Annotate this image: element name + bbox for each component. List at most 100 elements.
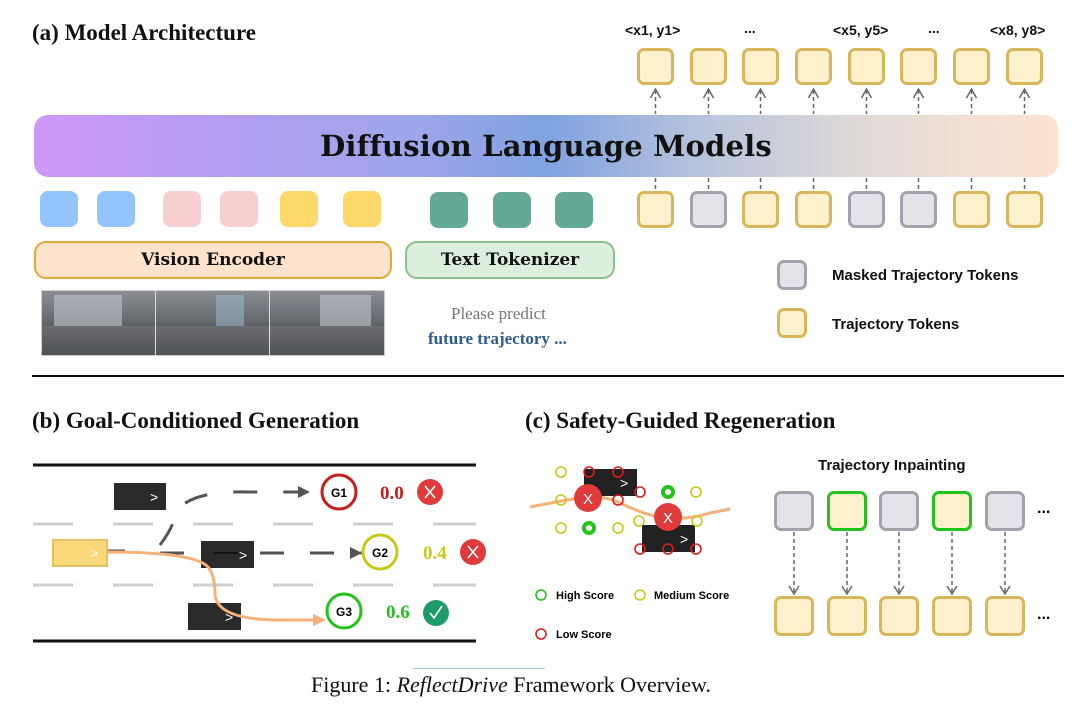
svg-text:>: >: [620, 475, 628, 491]
inpaint-output-token: [827, 596, 867, 636]
prompt-text-line2: future trajectory ...: [428, 329, 567, 348]
text-token: [493, 192, 531, 228]
check-icon: [423, 600, 449, 626]
vision-token: [220, 191, 258, 227]
output-trajectory-token: [1006, 48, 1043, 85]
input-masked-token: [690, 191, 727, 228]
svg-text:>: >: [150, 489, 158, 505]
token-arrows: [649, 87, 1031, 191]
vision-token: [280, 191, 318, 227]
vision-token: [343, 191, 381, 227]
text-tokenizer-block: Text Tokenizer: [405, 241, 615, 279]
vision-token: [163, 191, 201, 227]
vision-token: [40, 191, 78, 227]
legend-trajectory-swatch: [777, 308, 807, 338]
caption-name[interactable]: ReflectDrive: [396, 672, 508, 697]
inpaint-output-token: [774, 596, 814, 636]
vision-encoder-label: Vision Encoder: [141, 250, 285, 270]
cross-icon: [460, 539, 486, 565]
inpaint-masked-token: [985, 491, 1025, 531]
output-trajectory-token: [795, 48, 832, 85]
trajectory-inpainting-title: Trajectory Inpainting: [818, 457, 966, 474]
camera-image-front-left: [42, 291, 156, 355]
score-g1: 0.0: [380, 483, 404, 504]
text-token: [430, 192, 468, 228]
text-tokenizer-label: Text Tokenizer: [440, 250, 580, 270]
goal-g2: [361, 533, 399, 571]
other-vehicle-2: [201, 541, 254, 568]
camera-image-front: [156, 291, 270, 355]
legend-masked-swatch: [777, 260, 807, 290]
panel-c-title: (c) Safety-Guided Regeneration: [525, 408, 836, 433]
diffusion-language-model-block: Diffusion Language Models: [34, 115, 1058, 177]
output-trajectory-token: [953, 48, 990, 85]
output-trajectory-token: [637, 48, 674, 85]
score-g2: 0.4: [423, 543, 447, 564]
vision-token: [97, 191, 135, 227]
svg-text:>: >: [239, 547, 247, 563]
trajectory-curve: [529, 495, 731, 520]
legend-low-score-marker: [535, 628, 547, 640]
legend-medium-score-marker: [634, 589, 646, 601]
output-label-ellipsis-2: ...: [928, 20, 940, 36]
legend-high-score-marker: [535, 589, 547, 601]
inpaint-kept-token: [827, 491, 867, 531]
output-label-ellipsis-1: ...: [744, 20, 756, 36]
path-to-g1: [158, 490, 298, 546]
svg-text:>: >: [680, 531, 688, 547]
collision-icon: X: [574, 484, 602, 512]
svg-text:G3: G3: [336, 605, 352, 619]
collision-icon: X: [654, 503, 682, 531]
inpaint-masked-token: [774, 491, 814, 531]
text-token: [555, 192, 593, 228]
score-g3: 0.6: [386, 602, 410, 623]
vision-encoder-block: Vision Encoder: [34, 241, 392, 279]
svg-text:>: >: [90, 545, 98, 561]
caption-prefix: Figure 1:: [311, 672, 397, 697]
input-trajectory-token: [953, 191, 990, 228]
goal-conditioned-scene: > > > > G1 G2 G3 0.0 0.4 0.6: [33, 463, 486, 643]
camera-image-front-right: [270, 291, 384, 355]
output-label-x5y5: <x5, y5>: [833, 22, 889, 38]
output-trajectory-token: [742, 48, 779, 85]
goal-g1: [320, 473, 358, 511]
selected-path-to-g3: [106, 550, 315, 622]
inpaint-kept-token: [932, 491, 972, 531]
legend-high-score-label: High Score: [556, 590, 614, 602]
legend-masked-label: Masked Trajectory Tokens: [832, 267, 1019, 284]
caption-link-underline: [413, 668, 545, 669]
legend-trajectory-label: Trajectory Tokens: [832, 316, 960, 333]
input-masked-token: [848, 191, 885, 228]
input-masked-token: [900, 191, 937, 228]
panel-a-title: (a) Model Architecture: [32, 20, 256, 45]
section-divider: [32, 375, 1064, 377]
output-trajectory-token: [848, 48, 885, 85]
inpaint-output-token: [985, 596, 1025, 636]
input-trajectory-token: [637, 191, 674, 228]
safety-scene: > > X X High Score Medium Score Low Scor…: [529, 466, 731, 641]
inpaint-output-token: [932, 596, 972, 636]
input-trajectory-token: [742, 191, 779, 228]
output-trajectory-token: [900, 48, 937, 85]
goal-g3: [325, 592, 363, 630]
caption-suffix: Framework Overview.: [507, 672, 711, 697]
svg-text:>: >: [225, 609, 233, 625]
output-trajectory-token: [690, 48, 727, 85]
input-trajectory-token: [1006, 191, 1043, 228]
diffusion-language-model-label: Diffusion Language Models: [320, 129, 772, 163]
inpainting-bottom-ellipsis: ...: [1037, 606, 1051, 623]
other-vehicle-1: [114, 483, 166, 510]
ego-vehicle: [52, 539, 108, 567]
svg-text:G1: G1: [331, 486, 347, 500]
prompt-text-line1: Please predict: [451, 304, 546, 323]
figure-caption: Figure 1: ReflectDrive Framework Overvie…: [311, 672, 711, 698]
inpaint-output-token: [879, 596, 919, 636]
svg-text:X: X: [583, 491, 593, 508]
input-trajectory-token: [795, 191, 832, 228]
inpainting-top-ellipsis: ...: [1037, 500, 1051, 517]
legend-medium-score-label: Medium Score: [654, 590, 729, 602]
inpainting-arrows: [788, 532, 1011, 596]
panel-b-title: (b) Goal-Conditioned Generation: [32, 408, 360, 433]
other-vehicle-3: [188, 603, 241, 630]
legend-low-score-label: Low Score: [556, 629, 612, 641]
